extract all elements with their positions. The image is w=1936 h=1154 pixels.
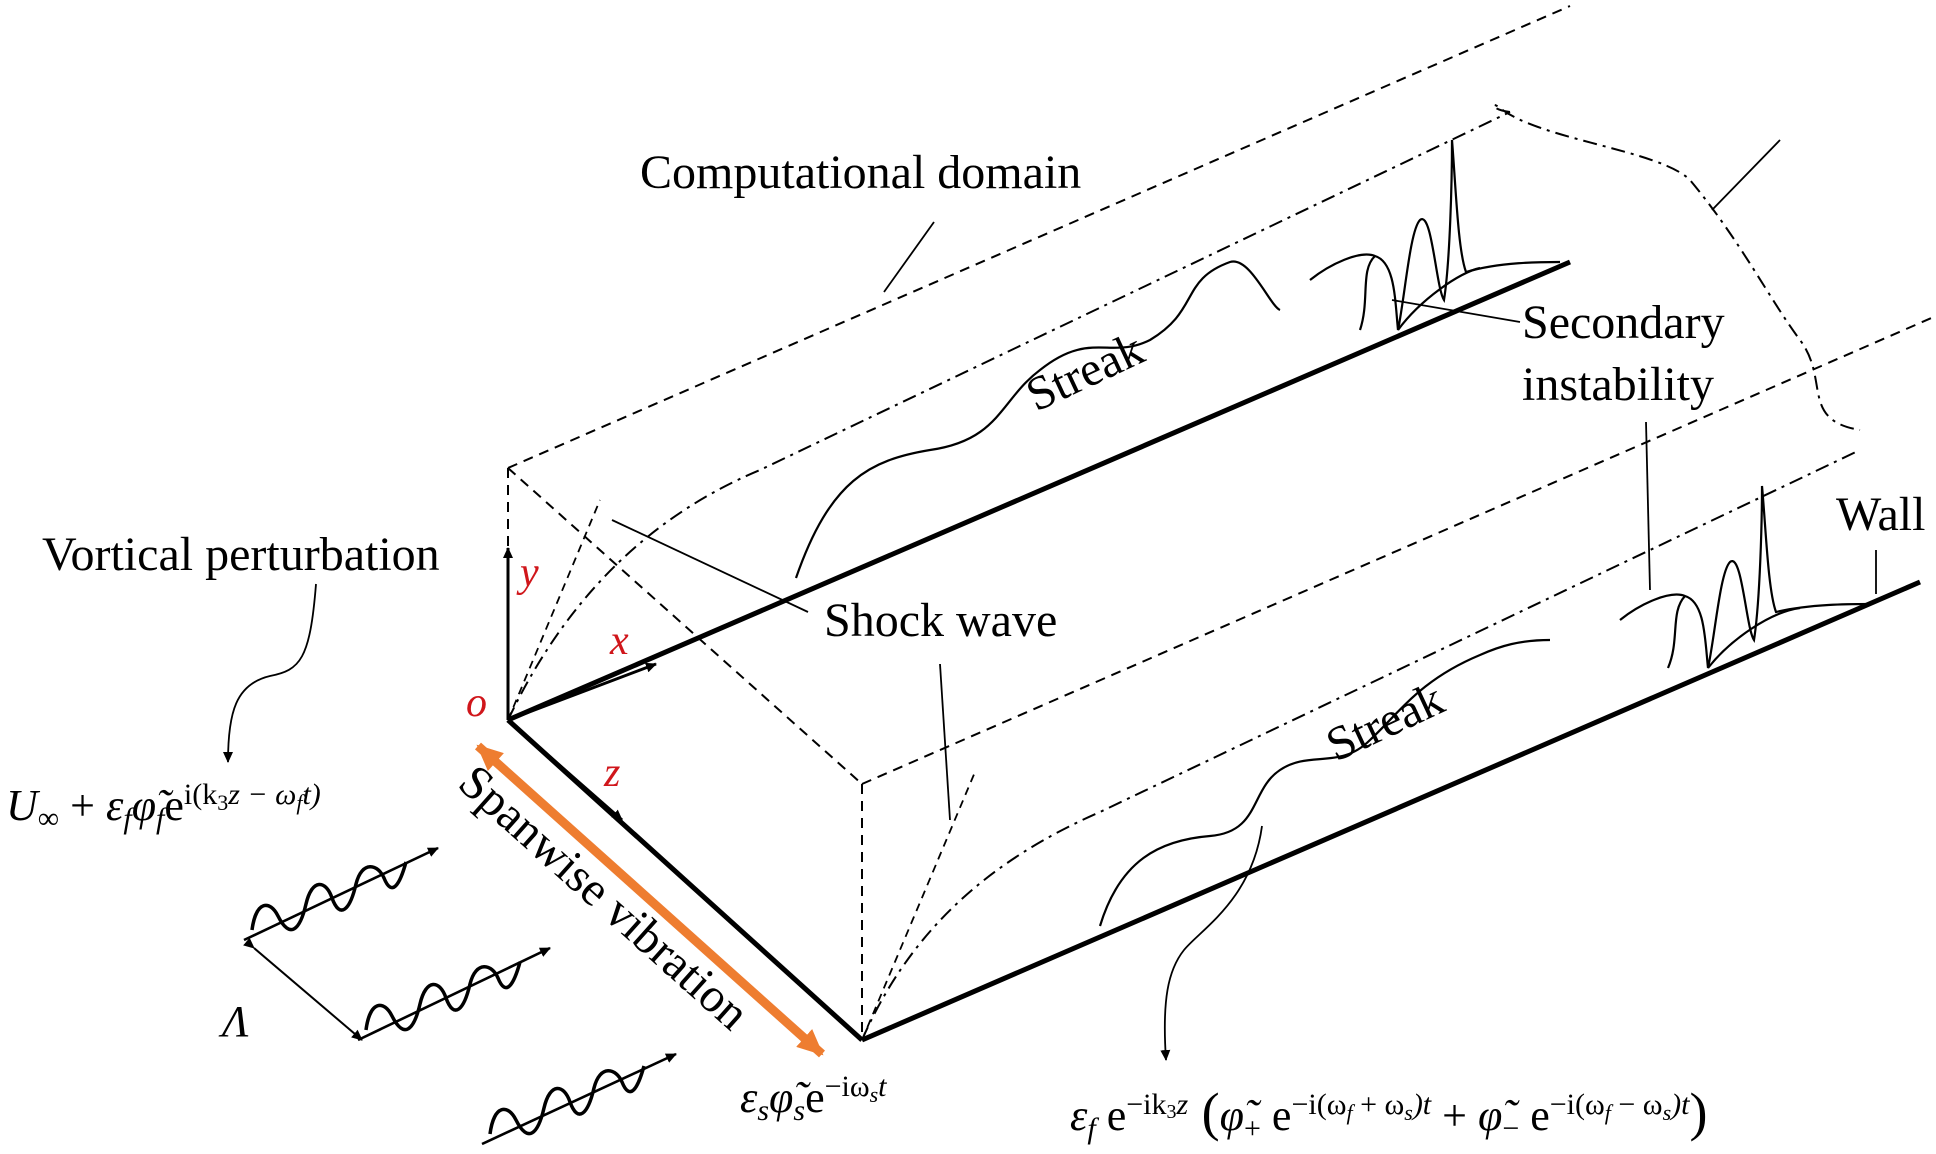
leader-lines <box>223 139 1877 1061</box>
wave-packet-2 <box>357 946 551 1042</box>
x-axis-label: x <box>609 618 629 664</box>
computational-domain-label: Computational domain <box>640 146 1081 199</box>
lambda-double-arrow <box>243 937 363 1041</box>
x-axis-arrow <box>507 662 657 722</box>
lower-streak <box>1098 638 1551 927</box>
wall-label: Wall <box>1836 488 1925 541</box>
secondary-instability-packets <box>1309 139 1871 669</box>
inflow-equation: U∞ + εfφ̃fei(k3z − ωft) <box>6 778 321 835</box>
spanwise-vibration-label: Spanwise vibration <box>449 755 760 1041</box>
y-axis-label: y <box>516 550 539 596</box>
z-axis-label: z <box>603 750 620 796</box>
shock-wave-lines <box>507 499 976 1041</box>
upper-streak <box>794 260 1281 579</box>
secondary-mode-equation: εf e−ik3z (φ̃+ e−i(ωf + ωs)t + φ̃− e−i(ω… <box>1070 1082 1707 1145</box>
spanwise-equation: εsφ̃se−iωst <box>740 1070 887 1127</box>
secondary-label: Secondary <box>1522 296 1725 349</box>
shock-wave-label: Shock wave <box>824 594 1057 647</box>
instability-label: instability <box>1522 358 1714 411</box>
lower-wall <box>861 579 1921 1043</box>
wave-packet-3 <box>481 1052 677 1146</box>
streak-curves <box>794 260 1551 927</box>
boundary-layer-edge <box>507 103 1861 1041</box>
wave-packet-1 <box>243 846 439 942</box>
vortical-perturbation-label: Vortical perturbation <box>42 528 440 581</box>
lambda-label: Λ <box>218 997 249 1046</box>
origin-label: o <box>466 680 487 726</box>
lower-streak-label: Streak <box>1318 672 1452 772</box>
spanwise-vibration-arrow <box>474 742 826 1058</box>
upper-wall <box>507 259 1571 723</box>
